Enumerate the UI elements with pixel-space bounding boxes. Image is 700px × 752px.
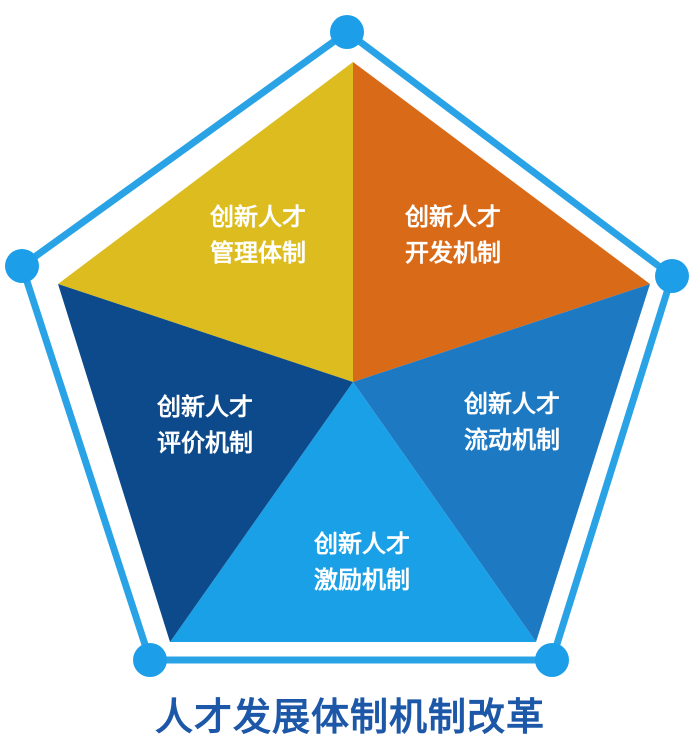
label-management-line1: 创新人才 [209, 203, 306, 231]
vertex-dot-right [655, 259, 689, 293]
vertex-dot-bottom-left [133, 643, 167, 677]
vertex-dot-left [5, 249, 39, 283]
label-development-line2: 开发机制 [405, 239, 501, 267]
segment-incentive [170, 382, 536, 642]
segment-mobility [353, 284, 650, 642]
label-mobility-line2: 流动机制 [464, 426, 560, 454]
label-management-line2: 管理体制 [210, 239, 306, 267]
segment-evaluation [58, 284, 353, 642]
label-incentive-line1: 创新人才 [313, 530, 410, 558]
segment-management [58, 62, 353, 382]
segment-development [353, 62, 650, 382]
diagram-title: 人才发展体制机制改革 [154, 695, 545, 739]
label-evaluation-line2: 评价机制 [157, 429, 253, 457]
label-development-line1: 创新人才 [404, 203, 501, 231]
label-incentive-line2: 激励机制 [314, 566, 410, 594]
label-mobility-line1: 创新人才 [463, 390, 560, 418]
vertex-dot-bottom-right [535, 643, 569, 677]
label-evaluation-line1: 创新人才 [156, 393, 253, 421]
outer-frame [18, 28, 676, 664]
vertex-dot-top [330, 15, 364, 49]
